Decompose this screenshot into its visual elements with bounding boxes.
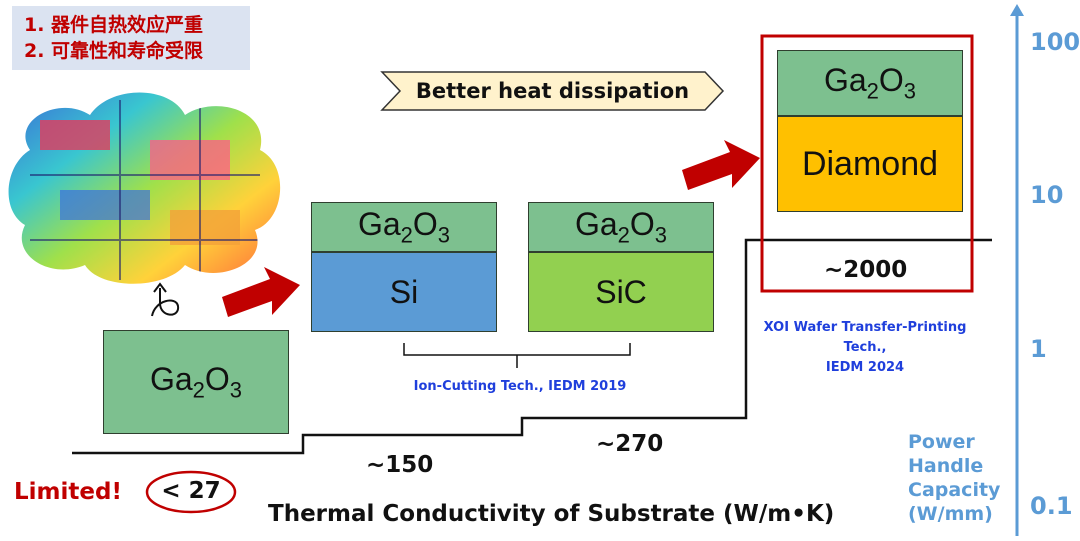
y-tick-1: 1	[1030, 335, 1047, 363]
y-tick-10: 10	[1030, 181, 1064, 209]
y-label-line-3: Capacity	[908, 479, 1001, 501]
xoi-ref-line-1: XOI Wafer Transfer-Printing Tech.,	[763, 320, 967, 355]
y-label-line-1: Power	[908, 431, 975, 453]
ga2o3-on-si-layer: Ga2O3	[311, 202, 497, 252]
xoi-ref-line-2: IEDM 2024	[825, 360, 905, 375]
y-label-line-4: (W/mm)	[908, 503, 993, 525]
value-150: ~150	[366, 452, 434, 478]
note-line-2: 2. 可靠性和寿命受限	[24, 40, 204, 62]
notes-box: 1. 器件自热效应严重 2. 可靠性和寿命受限	[12, 6, 250, 70]
note-line-1: 1. 器件自热效应严重	[24, 14, 204, 36]
diamond-substrate-block: Diamond	[777, 116, 963, 212]
sic-substrate-block: SiC	[528, 252, 714, 332]
limited-label: Limited!	[14, 479, 122, 505]
ga2o3-on-sic-layer: Ga2O3	[528, 202, 714, 252]
thermal-map-illustration	[8, 92, 281, 284]
arrow-icon-1	[222, 267, 300, 317]
y-axis-label: Power Handle Capacity (W/mm)	[908, 430, 1000, 526]
ion-cutting-ref: Ion-Cutting Tech., IEDM 2019	[413, 379, 627, 394]
xoi-ref: XOI Wafer Transfer-Printing Tech., IEDM …	[745, 318, 985, 378]
si-substrate-block: Si	[311, 252, 497, 332]
x-axis-title: Thermal Conductivity of Substrate (W/m•K…	[268, 501, 835, 527]
ga2o3-on-diamond-layer: Ga2O3	[777, 50, 963, 116]
curly-arrow-icon	[151, 282, 180, 317]
y-tick-0.1: 0.1	[1030, 492, 1073, 520]
y-label-line-2: Handle	[908, 455, 984, 477]
value-270: ~270	[596, 431, 664, 457]
ga2o3-bulk-block: Ga2O3	[103, 330, 289, 434]
value-2000: ~2000	[824, 257, 908, 283]
y-tick-100: 100	[1030, 28, 1080, 56]
banner-shape	[380, 71, 725, 111]
arrow-icon-2	[682, 140, 760, 190]
value-lt27: < 27	[161, 478, 221, 504]
banner-label: Better heat dissipation	[415, 79, 690, 103]
